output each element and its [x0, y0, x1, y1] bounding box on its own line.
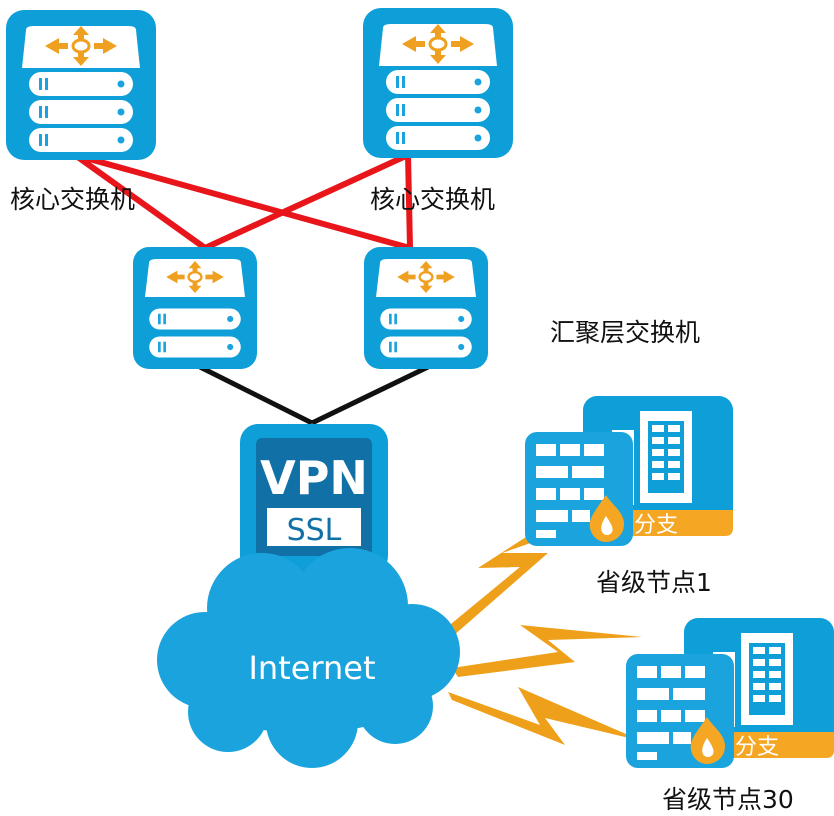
access-links	[198, 364, 430, 426]
vpn-label: VPN	[260, 451, 368, 505]
core-links	[72, 152, 413, 251]
core-switch-2	[363, 8, 513, 158]
ssl-label: SSL	[287, 513, 342, 548]
branch-label-1: 分支	[634, 513, 678, 538]
core-switch-1	[6, 10, 156, 160]
lightning-icon	[440, 528, 642, 745]
aggregation-switch-2	[364, 247, 488, 369]
firewall-icon-30	[626, 654, 734, 768]
core-switch-1-label: 核心交换机	[10, 185, 136, 214]
node-1-label: 省级节点1	[596, 568, 712, 597]
internet-label: Internet	[248, 649, 375, 687]
aggregation-switch-label: 汇聚层交换机	[550, 318, 701, 347]
node-30-label: 省级节点30	[662, 785, 794, 814]
vpn-ssl-icon: VPN SSL	[240, 424, 388, 574]
branch-label-30: 分支	[735, 735, 779, 760]
cloud-icon	[157, 548, 460, 768]
aggregation-switch-1	[133, 247, 257, 369]
core-switch-2-label: 核心交换机	[370, 185, 496, 214]
firewall-icon-1	[525, 432, 633, 546]
